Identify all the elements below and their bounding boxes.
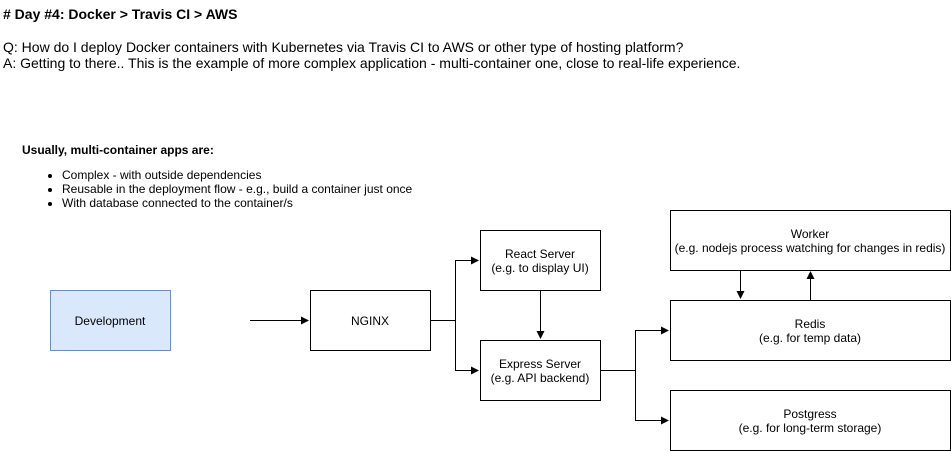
question-text: Q: How do I deploy Docker containers wit… — [3, 39, 684, 55]
bullet-item: Complex - with outside dependencies — [62, 168, 412, 182]
express-server-title: Express Server — [499, 357, 581, 371]
redis-node: Redis (e.g. for temp data) — [670, 300, 951, 361]
edge-express-to-redis — [600, 326, 669, 371]
postgres-title: Postgress — [783, 407, 836, 421]
react-server-node: React Server (e.g. to display UI) — [480, 230, 601, 291]
redis-subtitle: (e.g. for temp data) — [759, 331, 861, 345]
nginx-label: NGINX — [351, 314, 389, 328]
bullet-item: With database connected to the container… — [62, 196, 412, 210]
redis-title: Redis — [795, 317, 826, 331]
page-title: # Day #4: Docker > Travis CI > AWS — [3, 6, 238, 22]
postgres-node: Postgress (e.g. for long-term storage) — [670, 390, 951, 451]
express-server-node: Express Server (e.g. API backend) — [480, 340, 601, 401]
subheading: Usually, multi-container apps are: — [22, 143, 214, 157]
nginx-node: NGINX — [310, 290, 431, 351]
worker-title: Worker — [791, 227, 829, 241]
react-server-subtitle: (e.g. to display UI) — [491, 261, 588, 275]
edge-express-to-postgres — [635, 370, 669, 425]
development-node: Development — [50, 290, 171, 351]
postgres-subtitle: (e.g. for long-term storage) — [739, 421, 882, 435]
worker-node: Worker (e.g. nodejs process watching for… — [670, 210, 951, 271]
edge-nginx-to-react — [430, 256, 479, 321]
worker-subtitle: (e.g. nodejs process watching for change… — [675, 241, 946, 255]
bullet-list: Complex - with outside dependencies Reus… — [22, 168, 412, 210]
bullet-item: Reusable in the deployment flow - e.g., … — [62, 182, 412, 196]
express-server-subtitle: (e.g. API backend) — [491, 371, 590, 385]
react-server-title: React Server — [505, 247, 575, 261]
answer-text: A: Getting to there.. This is the exampl… — [3, 55, 741, 71]
edge-nginx-to-express — [455, 320, 479, 375]
development-label: Development — [75, 314, 146, 328]
